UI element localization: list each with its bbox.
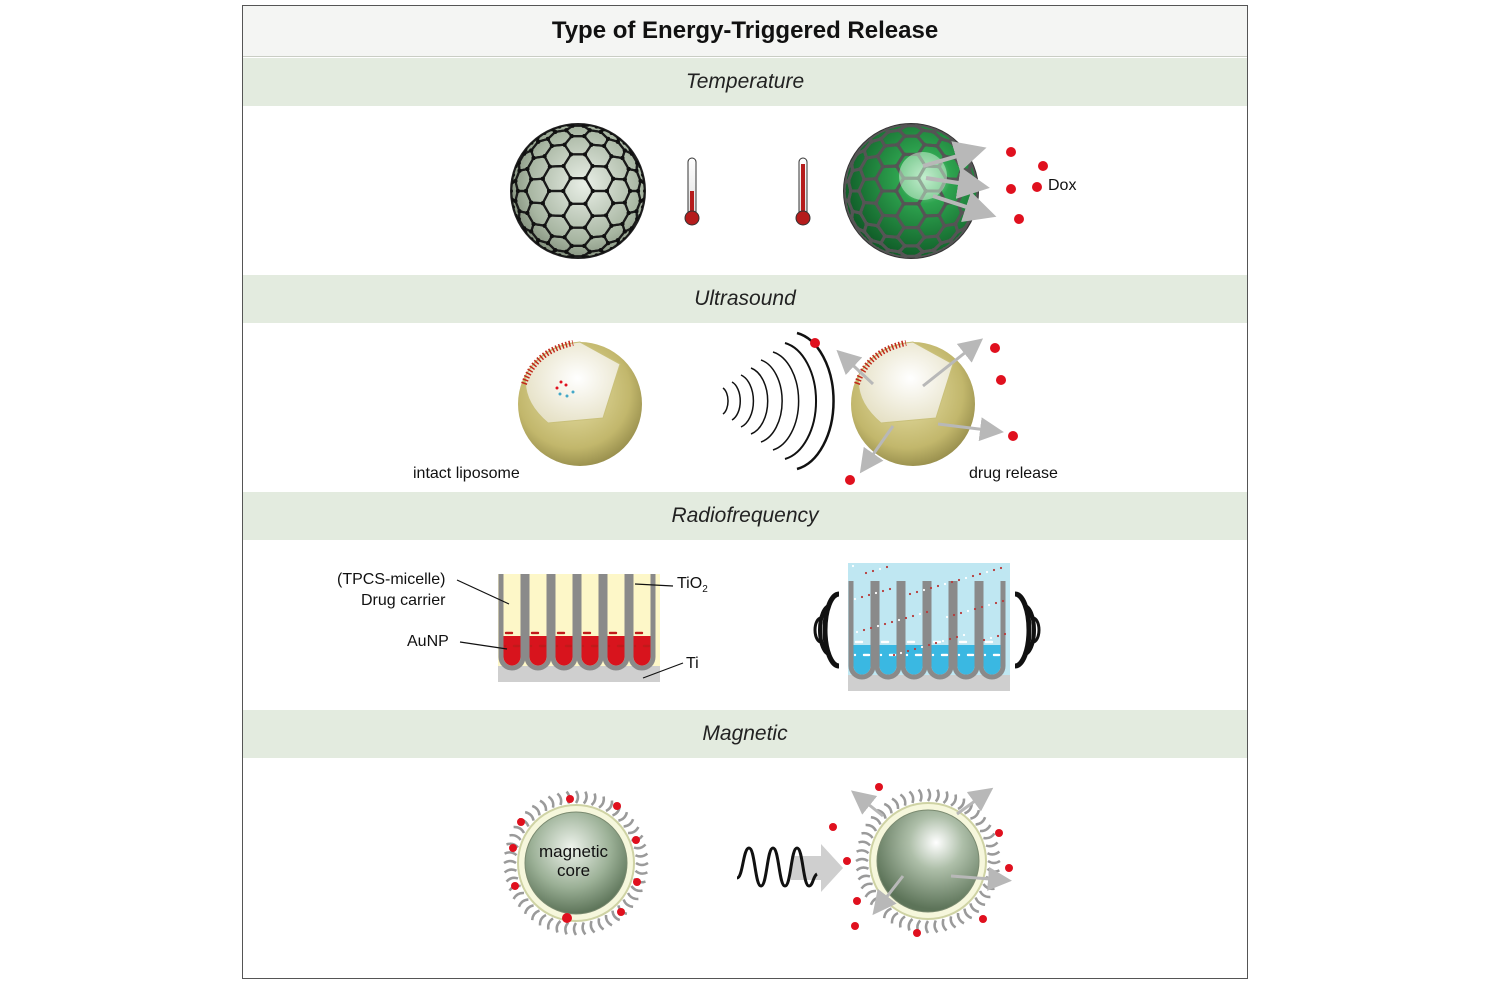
figure-panel: Type of Energy-Triggered Release Tempera… bbox=[242, 5, 1248, 979]
ultrasound-waves-icon bbox=[722, 331, 835, 471]
leader-lines bbox=[456, 579, 684, 679]
drug-release-label: drug release bbox=[969, 465, 1058, 482]
nanotube-array-after bbox=[848, 563, 1010, 691]
title-bar: Type of Energy-Triggered Release bbox=[243, 6, 1247, 57]
alternating-field-icon bbox=[736, 844, 843, 892]
fullerene-opened bbox=[843, 123, 997, 259]
magnetic-heading: Magnetic bbox=[702, 722, 788, 745]
ti-label: Ti bbox=[686, 655, 699, 672]
diagram-artwork bbox=[456, 123, 1048, 937]
magnetic-core-label-line1: magnetic bbox=[539, 842, 608, 861]
temperature-band: Temperature bbox=[243, 58, 1247, 106]
radiofrequency-heading: Radiofrequency bbox=[671, 504, 819, 527]
magnetic-nanoparticle-releasing bbox=[850, 787, 1012, 934]
intact-liposome-label: intact liposome bbox=[413, 465, 520, 482]
figure-title: Type of Energy-Triggered Release bbox=[551, 17, 939, 44]
magnetic-nanoparticle bbox=[503, 790, 649, 936]
aunp-label: AuNP bbox=[407, 633, 449, 650]
releasing-liposome bbox=[836, 338, 1004, 474]
magnetic-band: Magnetic bbox=[243, 710, 1247, 758]
carrier-label-line2: Drug carrier bbox=[361, 592, 446, 609]
tio2-text: TiO bbox=[677, 575, 703, 592]
radiofrequency-band: Radiofrequency bbox=[243, 492, 1247, 540]
ultrasound-heading: Ultrasound bbox=[694, 287, 796, 310]
ultrasound-band: Ultrasound bbox=[243, 275, 1247, 323]
tio2-subscript: 2 bbox=[702, 584, 708, 596]
thermometer-high-icon bbox=[795, 157, 811, 226]
tio2-label: TiO2 bbox=[677, 575, 708, 595]
rf-wave-right-icon bbox=[1014, 591, 1041, 669]
temperature-heading: Temperature bbox=[685, 70, 805, 93]
rf-wave-left-icon bbox=[813, 591, 840, 669]
intact-liposome bbox=[518, 340, 642, 466]
fullerene-intact bbox=[510, 123, 646, 259]
dox-molecules bbox=[1006, 147, 1048, 224]
magnetic-core-label-line2: core bbox=[557, 861, 591, 880]
ultrasound-drug-dots bbox=[810, 338, 1018, 485]
thermometer-low-icon bbox=[684, 157, 700, 226]
magnetic-drug-dots bbox=[829, 783, 1013, 937]
nanotube-array-before bbox=[498, 574, 660, 682]
carrier-label-line1: (TPCS-micelle) bbox=[337, 571, 446, 588]
dox-label: Dox bbox=[1048, 177, 1077, 194]
